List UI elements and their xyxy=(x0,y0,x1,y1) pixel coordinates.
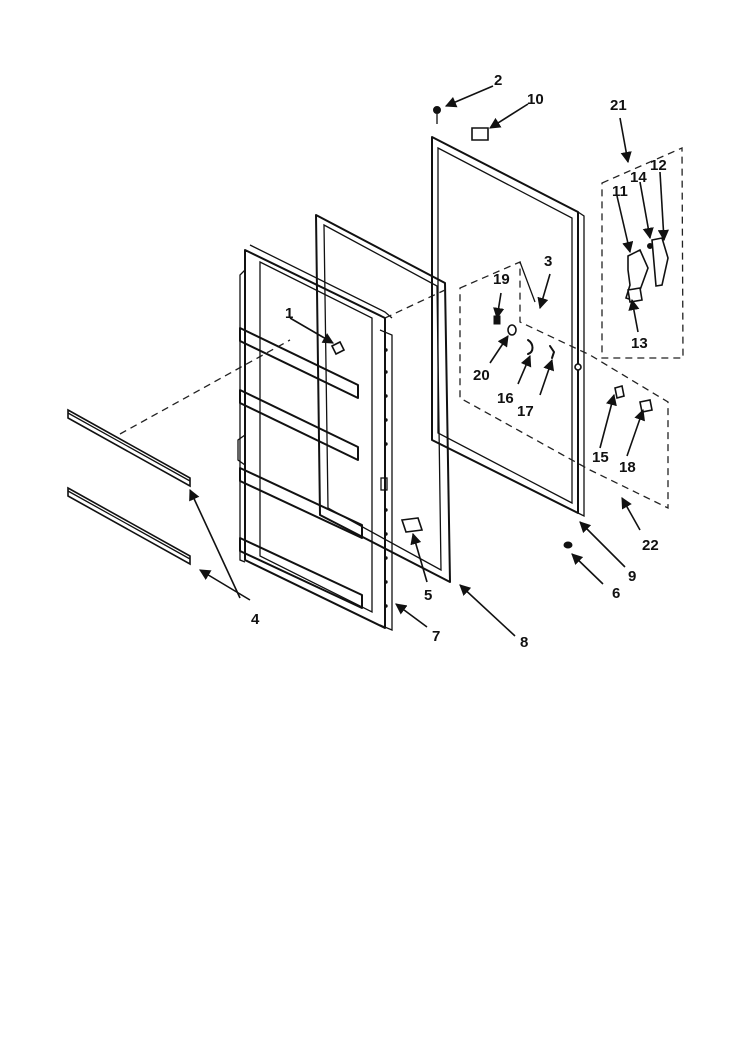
door-strip-upper xyxy=(67,408,191,488)
callout-14: 14 xyxy=(630,169,647,186)
callout-3: 3 xyxy=(544,253,552,270)
callout-8: 8 xyxy=(520,634,528,651)
callout-9: 9 xyxy=(628,568,636,585)
outer-door-panel xyxy=(431,136,585,518)
callout-17: 17 xyxy=(517,403,534,420)
callout-19: 19 xyxy=(493,271,510,288)
plug-part-6 xyxy=(563,541,573,549)
callout-5: 5 xyxy=(424,587,432,604)
callout-21: 21 xyxy=(610,97,627,114)
callout-labels: 1 2 3 4 5 6 7 8 9 10 11 12 13 14 15 16 1… xyxy=(251,72,667,651)
callout-12: 12 xyxy=(650,157,667,174)
callout-16: 16 xyxy=(497,390,514,407)
leader-arrows xyxy=(189,85,669,637)
door-strip-lower xyxy=(67,486,191,566)
callout-13: 13 xyxy=(631,335,648,352)
door-gasket xyxy=(315,214,451,583)
callout-10: 10 xyxy=(527,91,544,108)
callout-4: 4 xyxy=(251,611,260,628)
callout-6: 6 xyxy=(612,585,620,602)
callout-1: 1 xyxy=(285,305,293,322)
callout-2: 2 xyxy=(494,72,502,89)
callout-11: 11 xyxy=(612,183,628,200)
retainer-part-5 xyxy=(400,517,424,533)
hinge-assembly-21 xyxy=(601,147,684,359)
label-plate-part-10 xyxy=(471,127,489,141)
screw-part-2 xyxy=(433,106,441,124)
callout-7: 7 xyxy=(432,628,440,645)
callout-20: 20 xyxy=(473,367,490,384)
callout-22: 22 xyxy=(642,537,659,554)
screw-part-1 xyxy=(330,340,346,356)
door-liner xyxy=(237,244,393,631)
callout-18: 18 xyxy=(619,459,636,476)
callout-15: 15 xyxy=(592,449,609,466)
